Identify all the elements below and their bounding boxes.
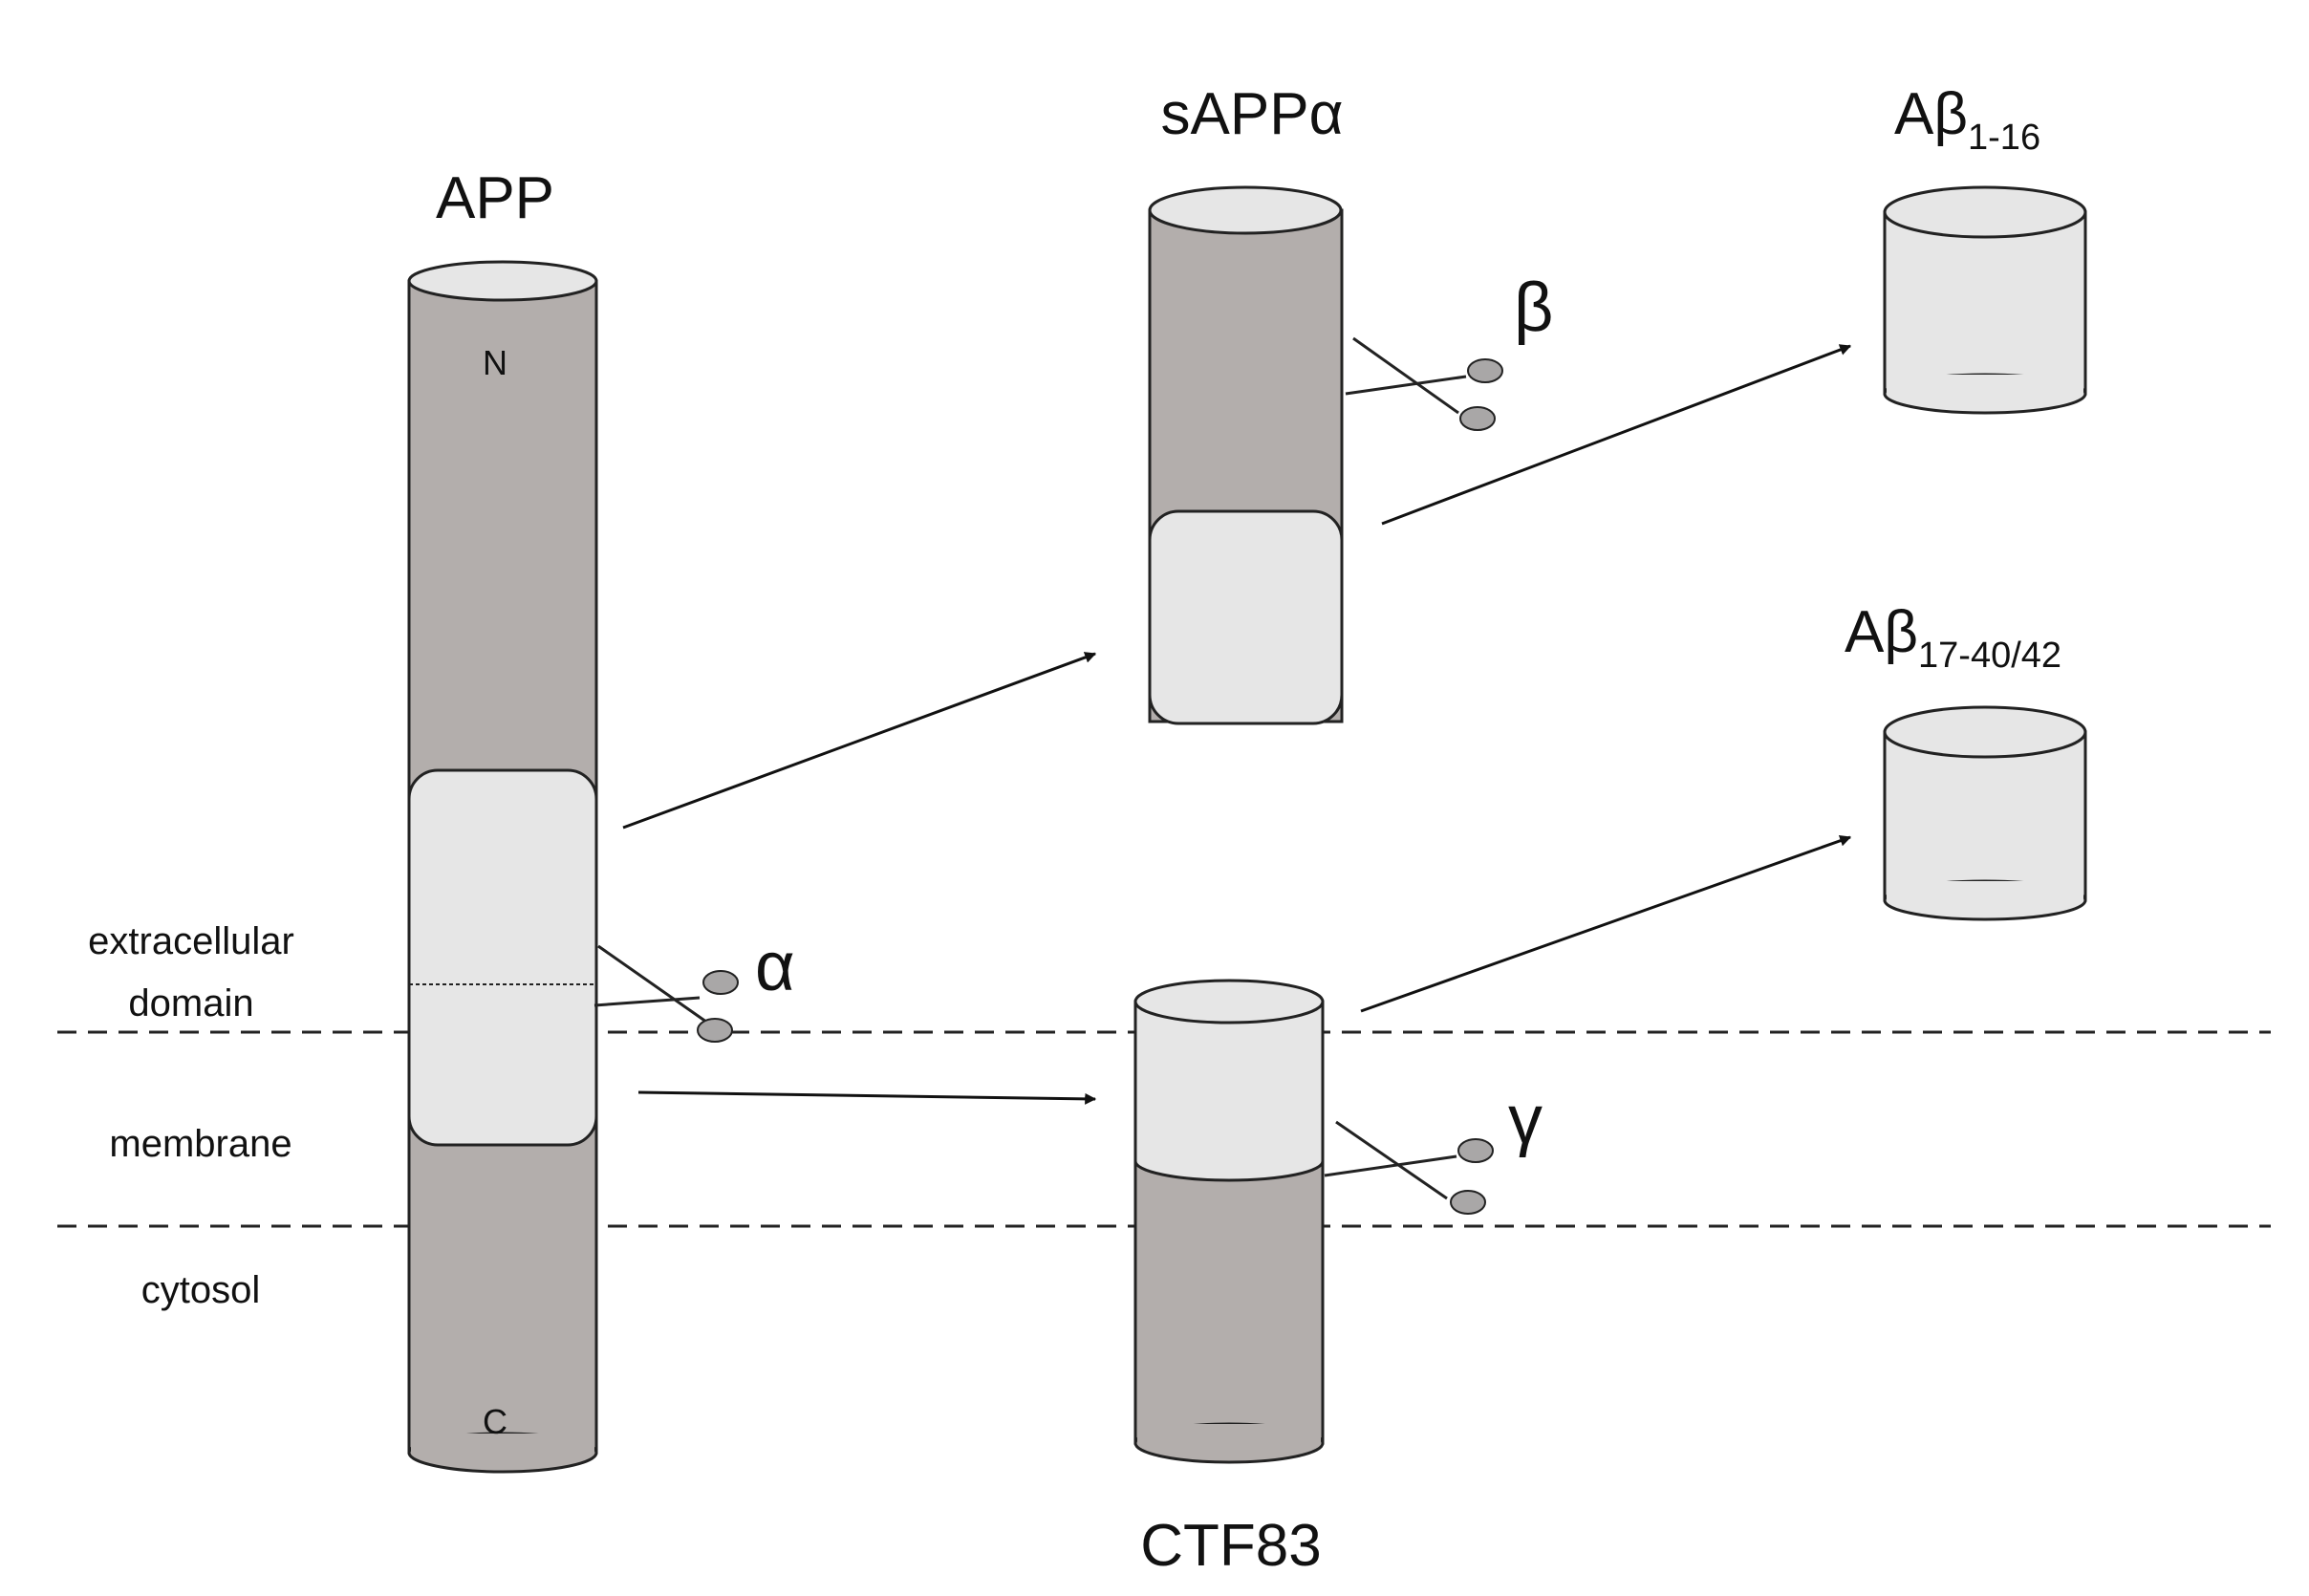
ctf83-top-cap — [1133, 979, 1325, 1024]
arrow-sappa-to-ab-1-16 — [1381, 344, 1852, 526]
ab-1-16-label-sub: 1-16 — [1968, 118, 2040, 158]
sappa-abeta-segment — [1148, 509, 1344, 725]
ctf83-abeta-segment — [1133, 1000, 1325, 1182]
alpha-secretase-scissors-icon — [593, 944, 739, 1043]
region-label-cytosol: cytosol — [141, 1269, 261, 1311]
region-label-extracellular: extracellular — [88, 920, 294, 962]
arrow-app-to-ctf83 — [637, 1090, 1097, 1105]
app-n-terminus: N — [483, 343, 507, 382]
app-cylinder: N C — [407, 260, 598, 1474]
ab-17-40-42-label-sub: 17-40/42 — [1918, 636, 2061, 676]
ctf83-cylinder — [1133, 979, 1325, 1464]
sappa-cylinder — [1148, 185, 1344, 725]
ab-1-16-cylinder — [1883, 185, 2087, 415]
ab-17-40-42-top-cap — [1883, 705, 2087, 759]
app-abeta-segment — [407, 768, 598, 1147]
region-label-domain: domain — [128, 982, 253, 1024]
gamma-secretase-label: γ — [1508, 1082, 1543, 1158]
ab-17-40-42-label: Aβ17-40/42 — [1845, 599, 2061, 676]
ctf83-label: CTF83 — [1140, 1513, 1321, 1579]
sappa-label: sAPPα — [1161, 81, 1344, 147]
ab-1-16-label: Aβ1-16 — [1894, 81, 2040, 158]
gamma-secretase-scissors-icon — [1324, 1120, 1494, 1215]
sappa-top-cap — [1148, 185, 1343, 235]
beta-secretase-label: β — [1514, 270, 1553, 346]
region-label-membrane: membrane — [109, 1123, 291, 1165]
arrow-ctf83-to-ab-17-40-42 — [1360, 834, 1852, 1013]
ab-1-16-body — [1883, 210, 2087, 396]
beta-secretase-scissors-icon — [1345, 336, 1503, 431]
ab-17-40-42-label-main: Aβ — [1845, 599, 1918, 665]
app-top-cap — [407, 260, 598, 302]
app-c-terminus: C — [483, 1402, 507, 1441]
arrow-app-to-sappa — [622, 652, 1097, 830]
app-label: APP — [436, 165, 554, 231]
ab-1-16-top-cap — [1883, 185, 2087, 239]
alpha-secretase-label: α — [755, 929, 795, 1005]
ab-1-16-label-main: Aβ — [1894, 81, 1968, 147]
ab-17-40-42-cylinder — [1883, 705, 2087, 921]
